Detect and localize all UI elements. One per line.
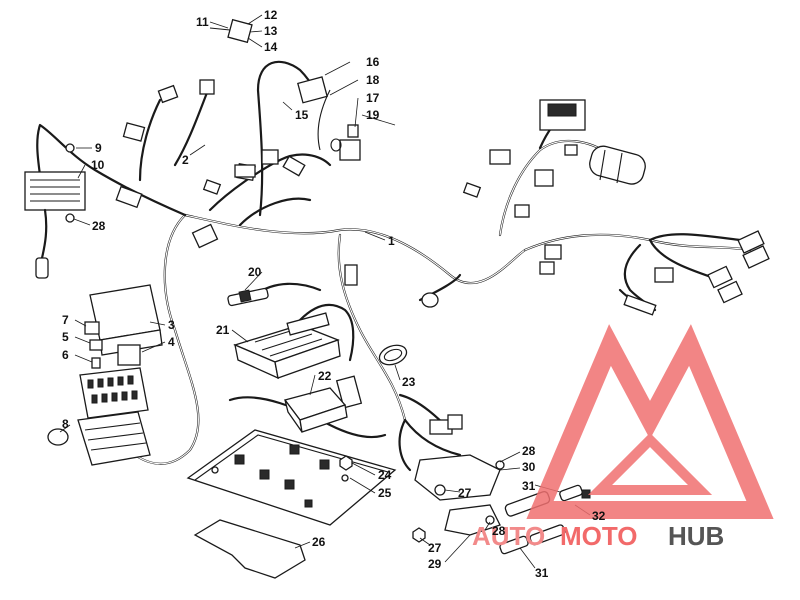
callout-27-bottom: 27 <box>428 541 442 555</box>
right-end-plugs <box>589 145 657 316</box>
callout-14: 14 <box>264 40 278 54</box>
callout-1: 1 <box>388 234 395 248</box>
callout-6: 6 <box>62 348 69 362</box>
callout-26: 26 <box>312 535 326 549</box>
callout-16: 16 <box>366 55 380 69</box>
callout-30: 30 <box>522 460 536 474</box>
mounting-plate <box>186 429 397 526</box>
callout-24: 24 <box>378 468 392 482</box>
ecu-module <box>233 312 341 380</box>
callout-28-top: 28 <box>522 444 536 458</box>
callout-28-bottom: 28 <box>492 524 506 538</box>
callout-32: 32 <box>592 509 606 523</box>
control-module-22 <box>283 387 348 433</box>
watermark-hub: HUB <box>668 521 724 551</box>
callout-8: 8 <box>62 417 69 431</box>
callout-31-bottom: 31 <box>535 566 549 580</box>
callout-4: 4 <box>168 335 175 349</box>
callout-18: 18 <box>366 73 380 87</box>
callout-19: 19 <box>366 108 380 122</box>
callout-17: 17 <box>366 91 380 105</box>
callout-28-left: 28 <box>92 219 106 233</box>
callout-20: 20 <box>248 265 262 279</box>
fuse-row <box>87 375 138 404</box>
watermark-logo <box>526 324 774 519</box>
callout-12: 12 <box>264 8 278 22</box>
bottom-plate <box>193 519 306 579</box>
voltage-regulator <box>24 143 86 279</box>
connector-cluster-16 <box>297 76 361 161</box>
callout-7: 7 <box>62 313 69 327</box>
callout-22: 22 <box>318 369 332 383</box>
callout-21: 21 <box>216 323 230 337</box>
bolt-24 <box>339 455 353 471</box>
callout-13: 13 <box>264 24 278 38</box>
grommet-23 <box>378 344 408 366</box>
watermark-auto: AUTO <box>472 521 545 551</box>
harness-connectors <box>115 79 770 435</box>
callout-3: 3 <box>168 318 175 332</box>
callout-27-top: 27 <box>458 486 472 500</box>
callout-5: 5 <box>62 330 69 344</box>
sensor-20 <box>227 287 269 307</box>
callout-29: 29 <box>428 557 442 571</box>
watermark-text: AUTO MOTO HUB <box>472 521 724 551</box>
callout-labels: 11 12 13 14 16 18 17 19 15 9 10 28 2 1 2… <box>62 8 606 580</box>
callout-25: 25 <box>378 486 392 500</box>
callout-11: 11 <box>196 15 209 29</box>
callout-2: 2 <box>182 153 189 167</box>
callout-leaders <box>59 14 591 569</box>
lower-right-sensor-assembly <box>412 454 591 555</box>
callout-23: 23 <box>402 375 416 389</box>
main-wiring-harness <box>36 60 752 472</box>
top-connector-11 <box>209 18 253 44</box>
callout-10: 10 <box>91 158 105 172</box>
callout-15: 15 <box>295 108 309 122</box>
callout-31-top: 31 <box>522 479 536 493</box>
relay-fuse-assembly <box>47 284 163 466</box>
callout-9: 9 <box>95 141 102 155</box>
watermark-moto: MOTO <box>560 521 638 551</box>
